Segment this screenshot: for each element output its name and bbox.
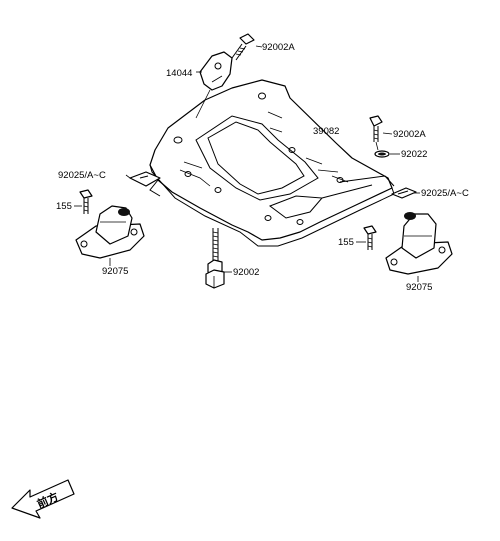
- label-bolt-bottom: 92002: [233, 267, 259, 278]
- label-shim-right: 92025/A~C: [421, 188, 469, 199]
- label-bolt-right-155: 155: [338, 237, 354, 248]
- front-direction-arrow: 前方: [11, 479, 75, 519]
- label-bolt-top: 92002A: [262, 42, 295, 53]
- bolt-right: [369, 115, 383, 142]
- label-washer-right: 92022: [401, 149, 427, 160]
- top-bracket: [199, 51, 233, 91]
- bolt-left-155: [79, 189, 93, 214]
- skid-plate: [149, 79, 395, 247]
- label-mount-right: 92075: [406, 282, 432, 293]
- washer-right: [374, 150, 390, 158]
- shim-right: [391, 187, 417, 199]
- label-shim-left: 92025/A~C: [58, 170, 106, 181]
- shim-left: [129, 171, 161, 187]
- bolt-right-155: [363, 225, 377, 250]
- bolt-top: [231, 33, 255, 61]
- bolt-bottom: [205, 228, 225, 289]
- label-mount-left: 92075: [102, 266, 128, 277]
- label-bolt-left-155: 155: [56, 201, 72, 212]
- label-plate: 39082: [313, 126, 339, 137]
- mount-left: [75, 205, 145, 259]
- label-bolt-right: 92002A: [393, 129, 426, 140]
- mount-right: [385, 212, 453, 275]
- label-bracket-top: 14044: [166, 68, 192, 79]
